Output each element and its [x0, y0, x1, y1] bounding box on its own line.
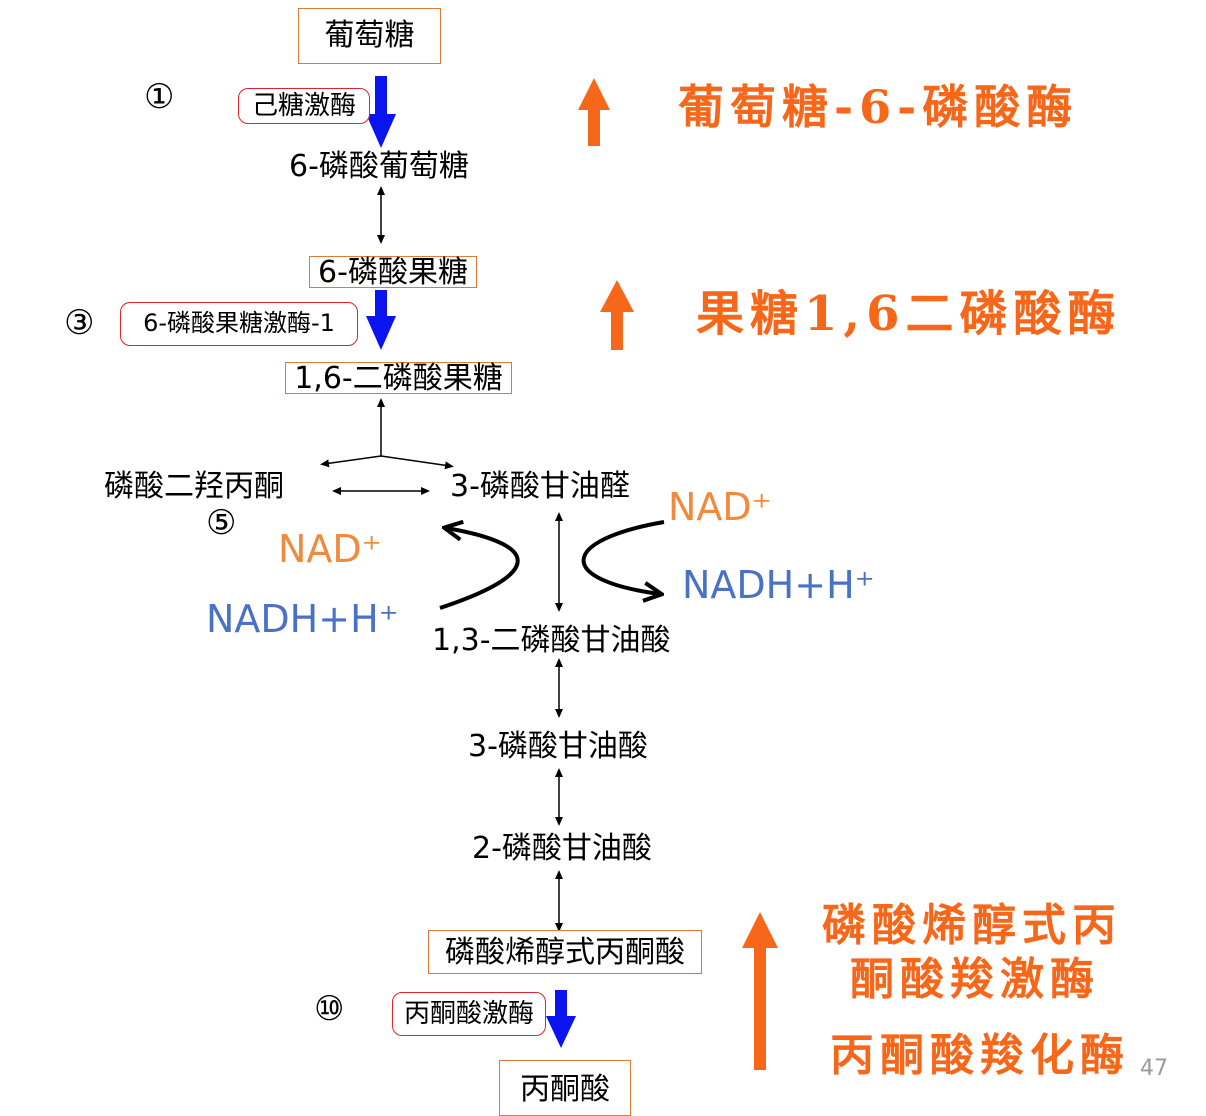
split-lines: [320, 455, 454, 470]
dhap-node: 磷酸二羟丙酮: [104, 469, 284, 504]
right-nadh-label: NADH+H⁺: [682, 563, 875, 607]
right-nad-label: NAD⁺: [668, 485, 772, 529]
left-nadh-label: NADH+H⁺: [206, 597, 399, 641]
orange-up-arrow-3: [742, 912, 778, 1070]
step-10-label: ⑩: [314, 989, 345, 1029]
fbpase-annotation: 果糖1,6二磷酸酶: [696, 286, 1122, 342]
bpg13-node: 1,3-二磷酸甘油酸: [432, 623, 671, 658]
pyruvate-node: 丙酮酸: [499, 1060, 631, 1116]
hexokinase-arrow: [366, 76, 396, 148]
pfk1-arrow: [366, 290, 396, 350]
pg2-node: 2-磷酸甘油酸: [472, 831, 652, 866]
pg3-node: 3-磷酸甘油酸: [468, 729, 648, 764]
step-1-label: ①: [144, 77, 175, 117]
right-curved-arrow: [581, 520, 664, 594]
step-3-label: ③: [64, 303, 95, 343]
pepck-annotation-line2: 酮酸羧激酶: [850, 954, 1100, 1005]
orange-up-arrow-1: [578, 78, 610, 146]
g3p-node: 3-磷酸甘油醛: [450, 469, 630, 504]
pc-annotation: 丙酮酸羧化酶: [830, 1030, 1130, 1081]
orange-up-arrow-2: [600, 280, 634, 350]
left-nad-label: NAD⁺: [278, 527, 382, 571]
page-number: 47: [1140, 1056, 1168, 1081]
f16bp-node: 1,6-二磷酸果糖: [285, 362, 512, 394]
pyruvate-kinase-label: 丙酮酸激酶: [392, 992, 546, 1036]
pepck-annotation-line1: 磷酸烯醇式丙: [822, 900, 1122, 951]
g6pase-annotation: 葡萄糖-6-磷酸酶: [678, 80, 1079, 134]
pfk1-label: 6-磷酸果糖激酶-1: [120, 302, 358, 346]
step-5-label: ⑤: [206, 503, 237, 543]
f6p-node: 6-磷酸果糖: [309, 256, 477, 288]
pyruvate-kinase-arrow: [546, 990, 576, 1048]
glucose-node: 葡萄糖: [298, 8, 441, 64]
left-curved-arrow: [439, 528, 520, 610]
hexokinase-label: 己糖激酶: [238, 88, 370, 124]
g6p-node: 6-磷酸葡萄糖: [289, 149, 469, 184]
pep-node: 磷酸烯醇式丙酮酸: [428, 930, 702, 974]
